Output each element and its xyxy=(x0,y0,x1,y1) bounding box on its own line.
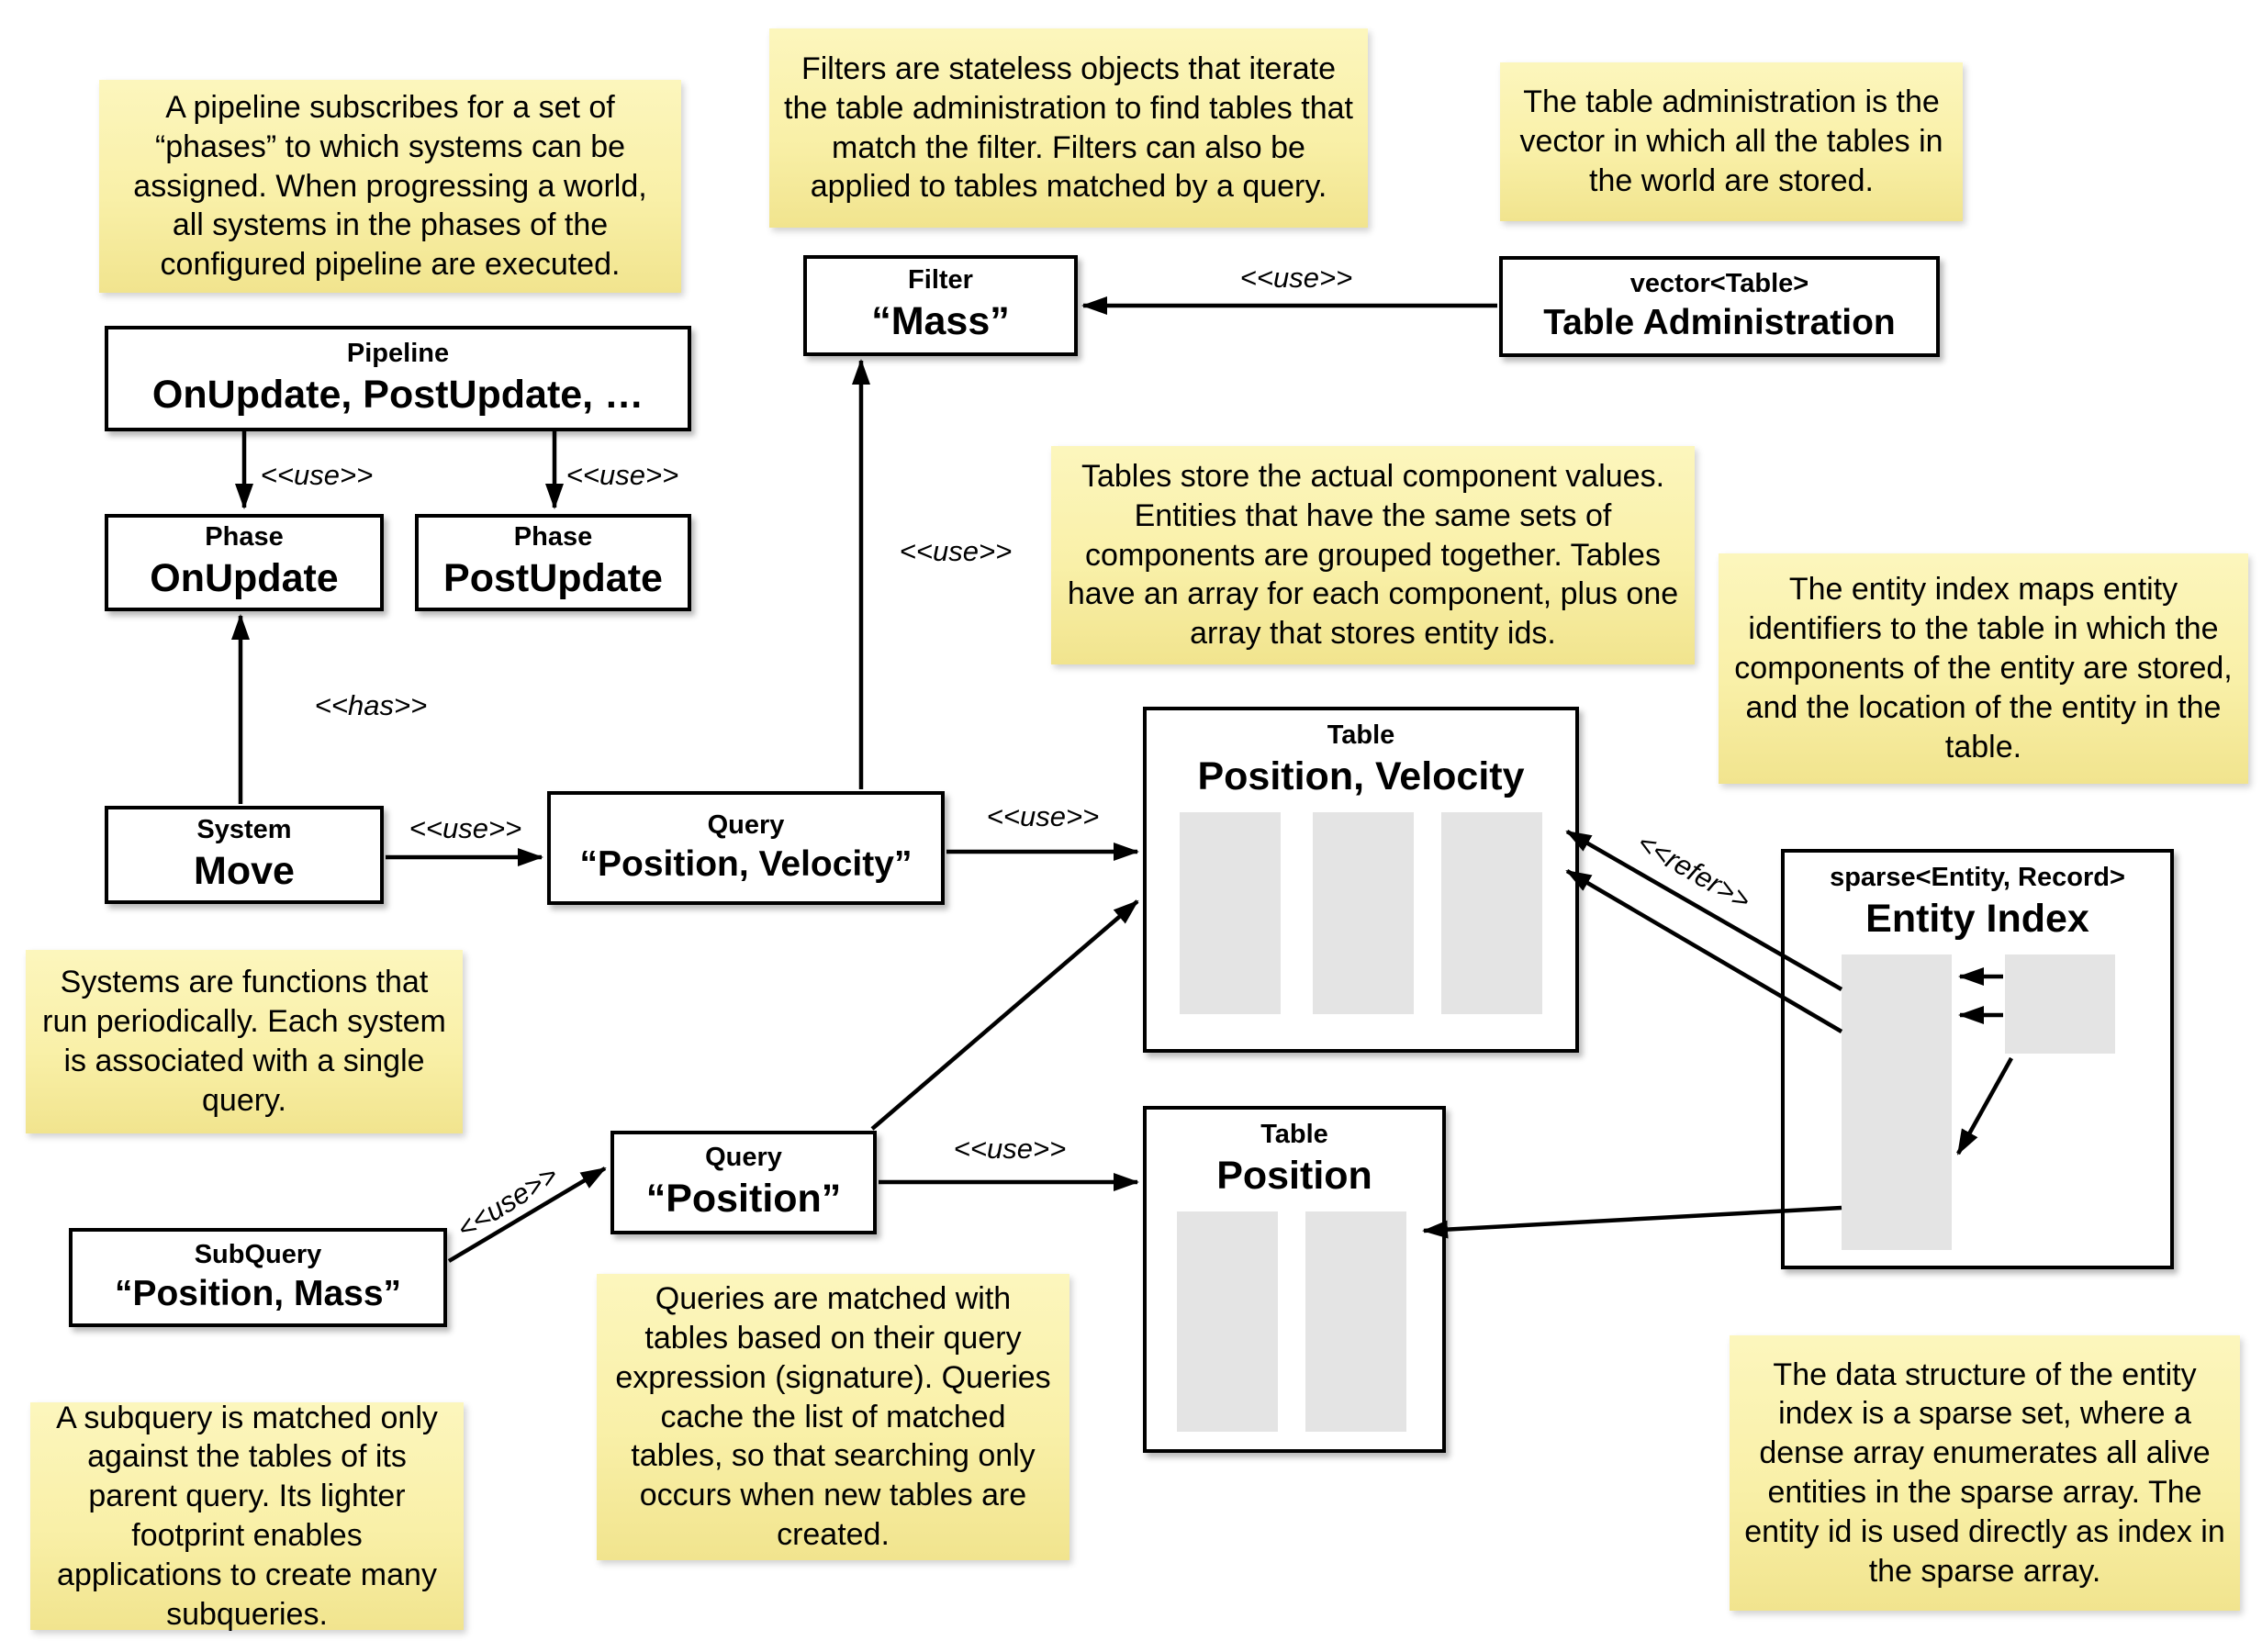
box-phase-postupdate: Phase PostUpdate xyxy=(415,514,691,611)
box-pipeline-name: OnUpdate, PostUpdate, … xyxy=(151,372,644,417)
box-table-position-velocity-stereotype: Table xyxy=(1327,720,1395,750)
arrow-entityindex-tablepos xyxy=(1422,1205,1842,1239)
note-subquery: A subquery is matched only against the t… xyxy=(30,1401,464,1632)
note-queries: Queries are matched with tables based on… xyxy=(597,1274,1069,1560)
box-phase-postupdate-stereotype: Phase xyxy=(513,522,593,553)
box-table-administration-stereotype: vector<Table> xyxy=(1629,268,1809,298)
box-entity-index-name: Entity Index xyxy=(1865,896,2089,941)
note-systems: Systems are functions that run periodica… xyxy=(26,950,463,1133)
box-filter-mass-stereotype: Filter xyxy=(908,265,973,296)
use-label-system-query: <<use>> xyxy=(409,812,522,844)
box-phase-onupdate-name: OnUpdate xyxy=(150,556,339,601)
box-table-position-velocity-name: Position, Velocity xyxy=(1197,753,1525,798)
use-label-subquery-query: <<use>> xyxy=(451,1158,564,1245)
note-entity-index: The entity index maps entity identifiers… xyxy=(1719,553,2248,784)
box-filter-mass-name: “Mass” xyxy=(871,299,1010,344)
component-array-2 xyxy=(1313,812,1414,1014)
box-system-move: System Move xyxy=(105,806,384,904)
use-label-query-filter: <<use>> xyxy=(899,535,1013,567)
box-query-position-velocity: Query “Position, Velocity” xyxy=(547,791,945,905)
note-filters: Filters are stateless objects that itera… xyxy=(769,28,1368,228)
box-query-position-velocity-name: “Position, Velocity” xyxy=(579,843,913,884)
box-table-administration: vector<Table> Table Administration xyxy=(1499,256,1940,357)
use-label-pipeline-postupdate: <<use>> xyxy=(566,459,679,491)
has-label-system-phase: <<has>> xyxy=(314,689,428,721)
box-table-position-velocity: Table Position, Velocity xyxy=(1143,707,1579,1053)
component-array-1 xyxy=(1180,812,1281,1014)
box-filter-mass: Filter “Mass” xyxy=(803,255,1078,356)
box-table-position-name: Position xyxy=(1216,1153,1372,1198)
box-query-position-velocity-stereotype: Query xyxy=(707,809,785,840)
box-query-position-name: “Position” xyxy=(645,1176,842,1221)
use-label-pipeline-onupdate: <<use>> xyxy=(260,459,374,491)
box-query-position: Query “Position” xyxy=(610,1131,877,1234)
sparse-array-block xyxy=(1842,954,1952,1250)
component-array-position xyxy=(1177,1211,1278,1432)
use-label-query-tablepv: <<use>> xyxy=(986,800,1100,832)
box-system-move-name: Move xyxy=(194,848,295,893)
box-system-move-stereotype: System xyxy=(196,814,292,844)
note-sparse-set: The data structure of the entity index i… xyxy=(1730,1335,2240,1611)
box-table-position-stereotype: Table xyxy=(1260,1120,1328,1149)
box-phase-onupdate: Phase OnUpdate xyxy=(105,514,384,611)
box-subquery-position-mass-name: “Position, Mass” xyxy=(114,1273,402,1313)
box-phase-postupdate-name: PostUpdate xyxy=(443,556,663,601)
box-pipeline-stereotype: Pipeline xyxy=(346,338,450,368)
box-subquery-position-mass-stereotype: SubQuery xyxy=(194,1239,322,1269)
box-table-position: Table Position xyxy=(1143,1106,1446,1453)
box-entity-index-stereotype: sparse<Entity, Record> xyxy=(1830,863,2125,892)
entity-id-array xyxy=(1441,812,1542,1014)
use-label-query-tablepos: <<use>> xyxy=(953,1133,1067,1165)
box-pipeline: Pipeline OnUpdate, PostUpdate, … xyxy=(105,326,691,431)
use-label-admin-filter: <<use>> xyxy=(1239,262,1353,294)
box-subquery-position-mass: SubQuery “Position, Mass” xyxy=(69,1228,447,1327)
box-phase-onupdate-stereotype: Phase xyxy=(205,522,284,553)
note-tables: Tables store the actual component values… xyxy=(1051,446,1695,664)
box-query-position-stereotype: Query xyxy=(705,1142,782,1172)
refer-label-entityindex-table: <<refer>> xyxy=(1631,826,1756,917)
box-table-administration-name: Table Administration xyxy=(1543,302,1896,342)
note-pipeline: A pipeline subscribes for a set of “phas… xyxy=(99,80,681,293)
arrow-querypos-tablepv xyxy=(870,899,1139,1131)
dense-array-block xyxy=(2005,954,2115,1054)
box-entity-index: sparse<Entity, Record> Entity Index xyxy=(1781,849,2174,1269)
note-table-administration: The table administration is the vector i… xyxy=(1500,62,1963,221)
entity-id-array-position xyxy=(1305,1211,1406,1432)
